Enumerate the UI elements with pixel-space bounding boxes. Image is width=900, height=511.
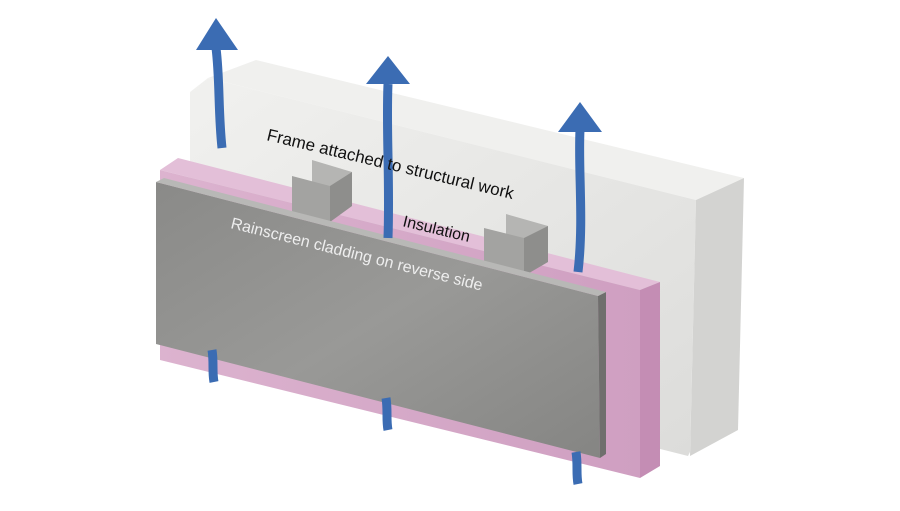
airflow-arrow-right [558, 102, 602, 485]
cladding-side-edge [598, 292, 606, 458]
arrow-head-icon [366, 56, 410, 84]
arrow-head-icon [558, 102, 602, 132]
wall-top-face [208, 60, 744, 200]
cladding-top-edge [156, 178, 606, 296]
cladding-front-face [156, 182, 600, 458]
arrow-head-icon [196, 18, 238, 50]
cladding-panel [156, 178, 606, 458]
wall-side-face [690, 178, 744, 456]
airflow-arrow-left [196, 18, 238, 383]
insulation-side-face [640, 282, 660, 478]
frame-bracket-right [484, 214, 548, 276]
airflow-arrow-middle [366, 56, 410, 431]
frame-bracket-left [292, 160, 352, 222]
